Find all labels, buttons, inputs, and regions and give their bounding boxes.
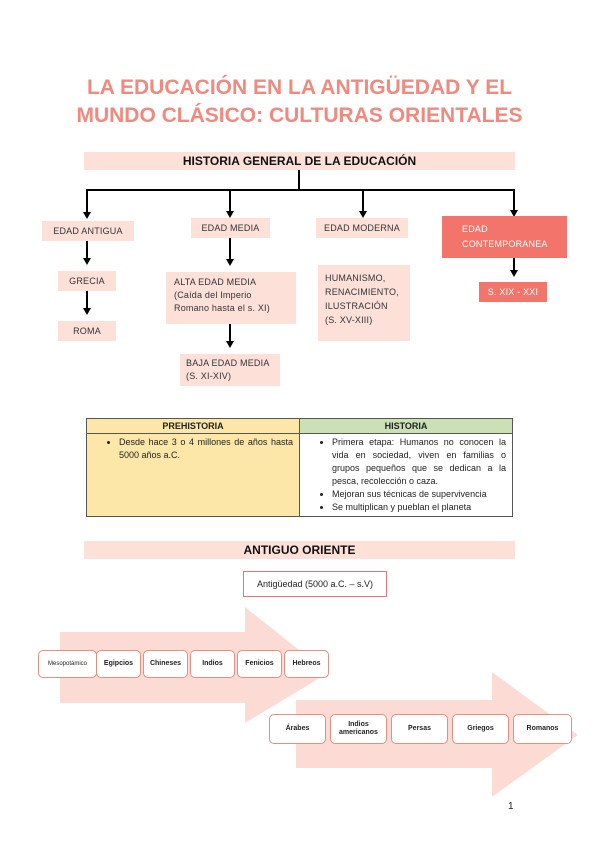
moderna-line-4: (S. XV-XIII) xyxy=(325,315,373,325)
connector-line xyxy=(86,291,88,309)
moderna-line-1: HUMANISMO, xyxy=(325,273,386,283)
arrow-down-icon xyxy=(83,308,91,315)
branch-line-moderna xyxy=(362,189,364,212)
prehistoria-list: Desde hace 3 o 4 millones de años hasta … xyxy=(93,436,293,462)
baja-line-2: (S. XI-XIV) xyxy=(186,371,232,381)
page-number: 1 xyxy=(508,801,514,812)
node-baja-edad-media: BAJA EDAD MEDIA (S. XI-XIV) xyxy=(180,354,280,386)
node-edad-contemporanea: EDAD CONTEMPORANEA xyxy=(442,216,567,258)
arrow-down-icon xyxy=(226,259,234,266)
culture-pill-egipcios: Egipcios xyxy=(96,650,141,678)
culture-pill-indios: Indios xyxy=(190,650,235,678)
node-roma: ROMA xyxy=(58,321,116,341)
branch-line-contemporanea xyxy=(513,189,515,211)
baja-line-1: BAJA EDAD MEDIA xyxy=(186,358,270,368)
oriente-section-heading: ANTIGUO ORIENTE xyxy=(84,541,515,559)
node-grecia: GRECIA xyxy=(58,271,116,291)
arrow-down-icon xyxy=(226,211,234,218)
connector-line xyxy=(229,324,231,342)
connector-line xyxy=(229,238,231,260)
era-box: Antigüedad (5000 a.C. – s.V) xyxy=(243,571,387,597)
branch-line-media xyxy=(229,189,231,212)
prehistoria-cell: Desde hace 3 o 4 millones de años hasta … xyxy=(86,433,300,517)
tree-branch-line xyxy=(86,189,515,191)
arrow-down-icon xyxy=(83,258,91,265)
history-section-heading: HISTORIA GENERAL DE LA EDUCACIÓN xyxy=(84,152,515,170)
node-edad-moderna: EDAD MODERNA xyxy=(316,218,408,238)
arrow-down-icon xyxy=(510,210,518,217)
culture-pill-persas: Persas xyxy=(391,714,448,744)
historia-cell: Primera etapa: Humanos no conocen la vid… xyxy=(299,433,513,517)
page-title-line-1: LA EDUCACIÓN EN LA ANTIGÜEDAD Y EL xyxy=(86,76,513,99)
branch-line-antigua xyxy=(86,189,88,213)
culture-pill-fenicios: Fenicios xyxy=(237,650,282,678)
culture-pill-mesopotamico: Mesopotámico xyxy=(38,650,97,678)
moderna-line-2: RENACIMIENTO, xyxy=(325,287,399,297)
connector-line xyxy=(513,258,515,271)
culture-pill-romanos: Romanos xyxy=(513,714,572,744)
connector-line xyxy=(86,241,88,259)
arrow-down-icon xyxy=(510,270,518,277)
culture-pill-hebreos: Hebreos xyxy=(284,650,329,678)
alta-line-2: (Caída del Imperio xyxy=(174,290,252,300)
page-title-line-2: MUNDO CLÁSICO: CULTURAS ORIENTALES xyxy=(76,104,523,127)
node-edad-media: EDAD MEDIA xyxy=(191,218,270,238)
historia-bullet: Se multiplican y pueblan el planeta xyxy=(332,501,506,514)
prehistoria-historia-table: PREHISTORIA HISTORIA Desde hace 3 o 4 mi… xyxy=(86,418,513,517)
alta-line-3: Romano hasta el s. XI) xyxy=(174,303,270,313)
contemp-line-2: CONTEMPORANEA xyxy=(462,239,548,249)
culture-pill-griegos: Griegos xyxy=(452,714,509,744)
prehistoria-header: PREHISTORIA xyxy=(86,418,300,434)
prehistoria-bullet: Desde hace 3 o 4 millones de años hasta … xyxy=(119,436,293,462)
culture-pill-chineses: Chineses xyxy=(143,650,188,678)
contemp-line-1: EDAD xyxy=(462,224,488,234)
alta-line-1: ALTA EDAD MEDIA xyxy=(174,277,257,287)
arrow-down-icon xyxy=(359,211,367,218)
culture-pill-indios-americanos: Indios americanos xyxy=(330,714,387,744)
tree-trunk-line xyxy=(298,170,300,190)
node-siglo-xix-xxi: S. XIX - XXI xyxy=(479,282,547,302)
historia-header: HISTORIA xyxy=(299,418,513,434)
node-edad-antigua: EDAD ANTIGUA xyxy=(42,221,134,241)
node-moderna-detail: HUMANISMO, RENACIMIENTO, ILUSTRACIÓN (S.… xyxy=(318,265,410,341)
moderna-line-3: ILUSTRACIÓN xyxy=(325,301,388,311)
arrow-down-icon xyxy=(226,341,234,348)
historia-bullet: Primera etapa: Humanos no conocen la vid… xyxy=(332,436,506,488)
arrow-down-icon xyxy=(83,212,91,219)
node-alta-edad-media: ALTA EDAD MEDIA (Caída del Imperio Roman… xyxy=(166,272,296,324)
historia-list: Primera etapa: Humanos no conocen la vid… xyxy=(306,436,506,514)
historia-bullet: Mejoran sus técnicas de supervivencia xyxy=(332,488,506,501)
culture-pill-arabes: Árabes xyxy=(269,714,326,744)
